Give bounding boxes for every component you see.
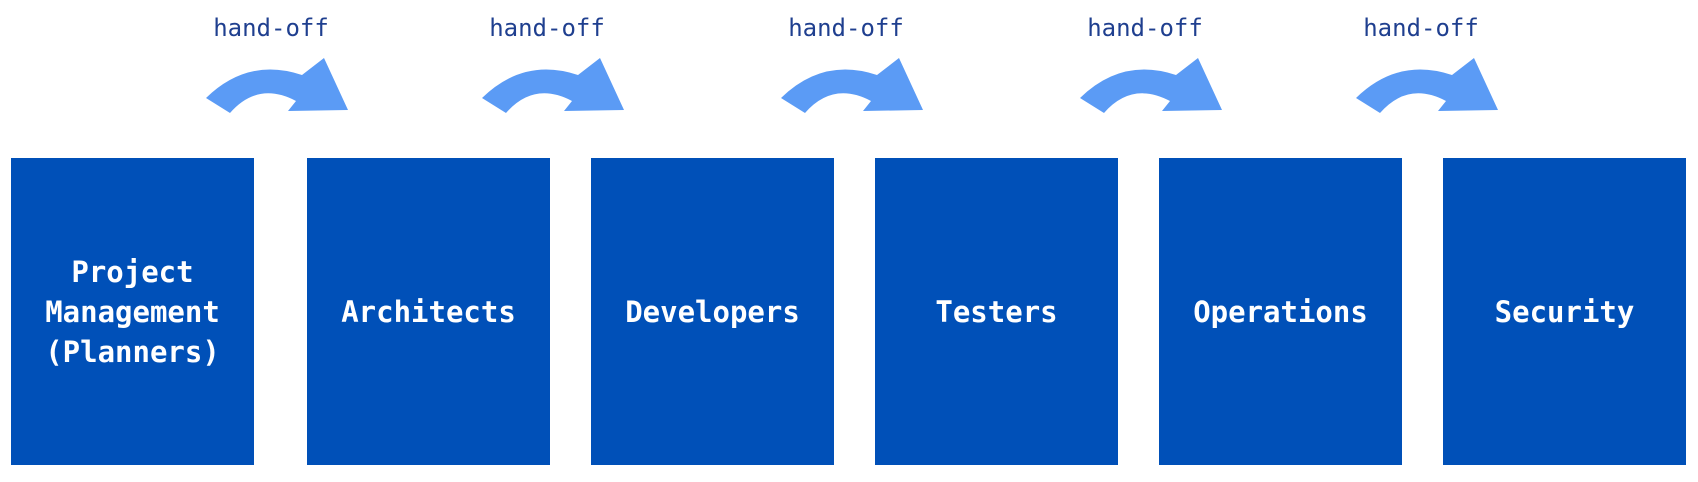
stage-box-project-management: Project Management (Planners) [11,158,254,465]
stage-label: Architects [341,294,516,329]
curved-arrow-icon [1080,58,1222,113]
curved-arrow-icon [206,58,348,113]
stage-label: Project Management (Planners) [45,254,220,369]
handoff-label: hand-off [1087,14,1203,42]
curved-arrow-icon [781,58,923,113]
handoff-label: hand-off [788,14,904,42]
handoff-label: hand-off [213,14,329,42]
stage-box-testers: Testers [875,158,1118,465]
stage-label: Developers [625,294,800,329]
stage-label: Operations [1193,294,1368,329]
stage-box-operations: Operations [1159,158,1402,465]
stage-label: Testers [935,294,1058,329]
curved-arrow-icon [1356,58,1498,113]
handoff-label: hand-off [489,14,605,42]
handoff-label: hand-off [1363,14,1479,42]
stage-label: Security [1494,294,1635,329]
stage-box-architects: Architects [307,158,550,465]
curved-arrow-icon [482,58,624,113]
stage-box-security: Security [1443,158,1686,465]
stage-box-developers: Developers [591,158,834,465]
